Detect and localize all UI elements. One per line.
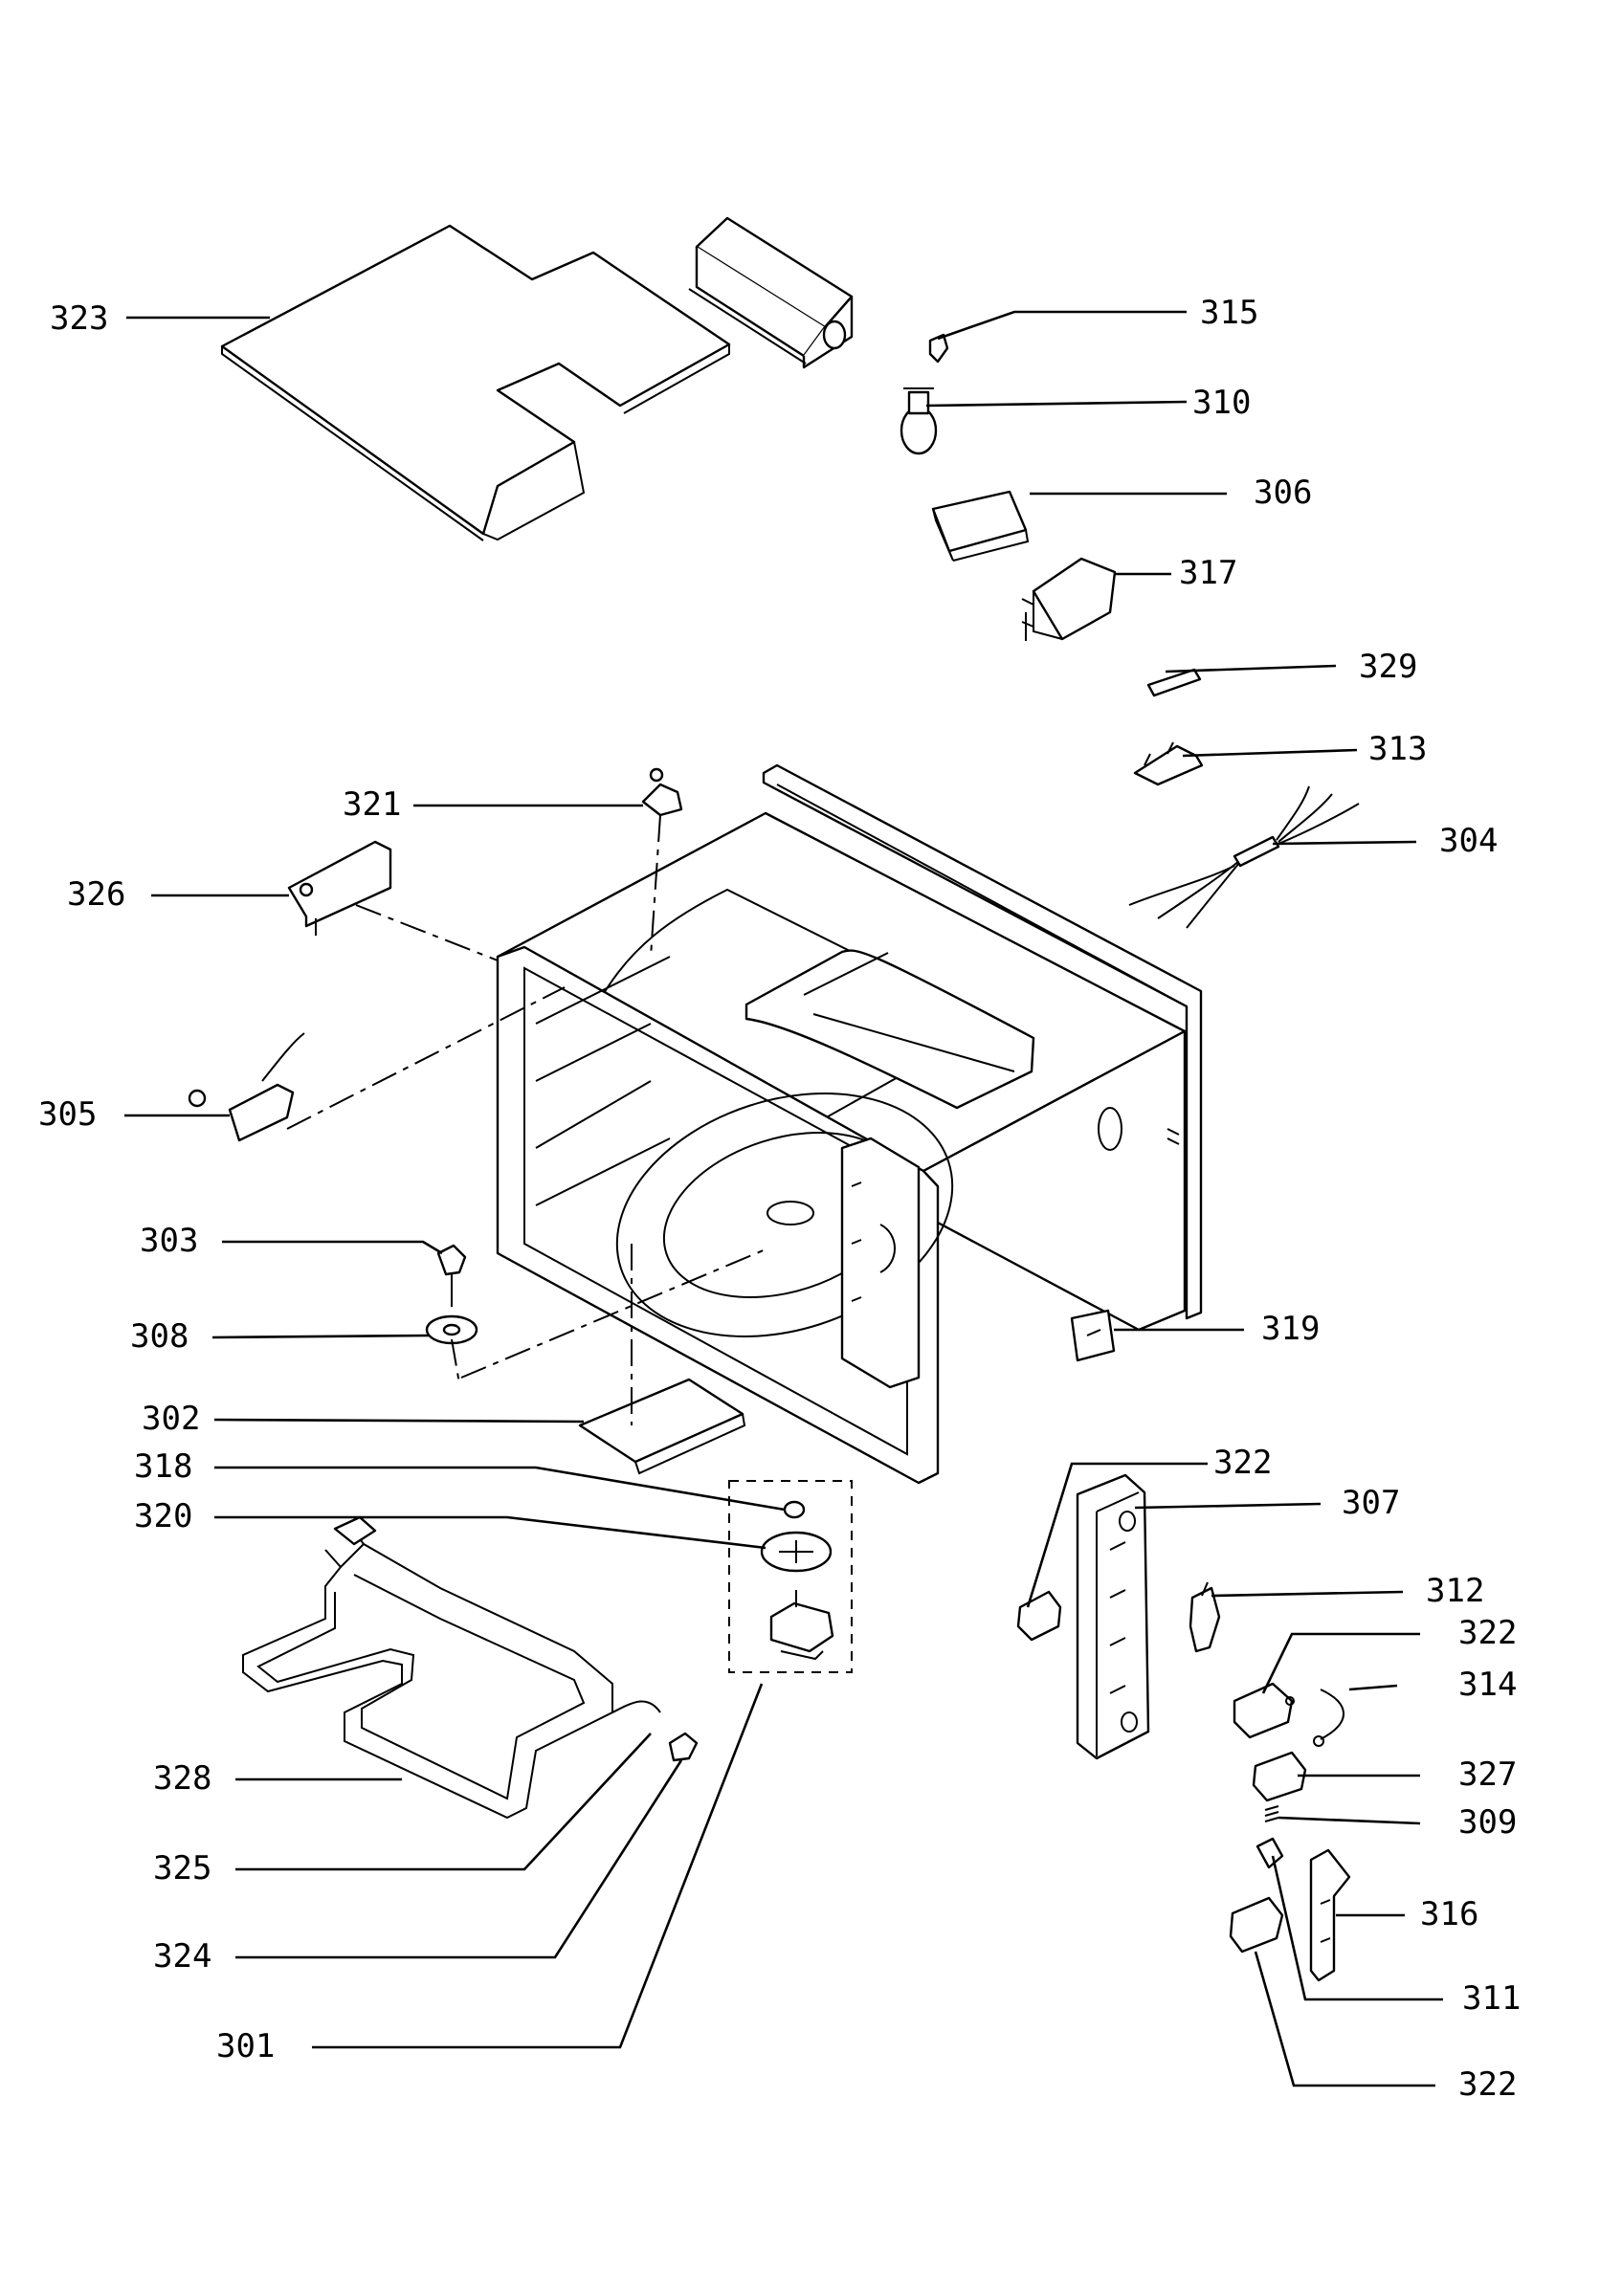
part-326-bracket xyxy=(287,840,392,936)
label-301: 301 xyxy=(216,2027,275,2065)
part-309-spring xyxy=(1264,1805,1279,1822)
label-303: 303 xyxy=(140,1222,198,1260)
label-304: 304 xyxy=(1439,822,1498,860)
label-305: 305 xyxy=(38,1095,97,1134)
part-302-cover xyxy=(578,1378,746,1475)
label-324: 324 xyxy=(153,1937,211,1976)
motor-group-outline xyxy=(728,1480,853,1673)
part-305-switch xyxy=(188,1032,305,1142)
part-322-switch-middle xyxy=(1233,1682,1295,1739)
label-313: 313 xyxy=(1368,730,1427,768)
part-labels: 323 315 310 306 317 329 313 304 321 326 … xyxy=(38,294,1521,2104)
label-321: 321 xyxy=(343,785,401,824)
part-312-actuator xyxy=(1189,1581,1221,1653)
label-315: 315 xyxy=(1200,294,1258,332)
part-321-sensor xyxy=(641,767,683,817)
part-303-knob xyxy=(436,1244,467,1307)
part-324-connector xyxy=(668,1732,699,1762)
part-328-heater xyxy=(242,1515,613,1820)
label-311: 311 xyxy=(1462,1979,1521,2018)
part-306-pad xyxy=(931,490,1030,562)
label-322-b: 322 xyxy=(1458,1614,1517,1652)
part-315-clip xyxy=(928,333,949,364)
label-328: 328 xyxy=(153,1759,211,1798)
label-326: 326 xyxy=(67,875,125,914)
label-307: 307 xyxy=(1342,1484,1400,1522)
part-307-latch-assembly xyxy=(1076,1473,1150,1760)
part-310-lamp xyxy=(900,387,938,455)
part-325-wire xyxy=(611,1700,661,1713)
part-314-spring xyxy=(1313,1689,1344,1747)
label-320: 320 xyxy=(134,1497,192,1535)
part-308-washer xyxy=(425,1314,478,1345)
part-322-switch-lower xyxy=(1229,1896,1284,1954)
leader-lines xyxy=(124,310,1443,2087)
label-329: 329 xyxy=(1359,648,1417,686)
assembly-lines xyxy=(286,814,767,1425)
part-311-lever xyxy=(1255,1837,1284,1869)
label-327: 327 xyxy=(1458,1755,1517,1794)
label-314: 314 xyxy=(1458,1666,1517,1704)
label-302: 302 xyxy=(142,1400,200,1438)
label-309: 309 xyxy=(1458,1803,1517,1842)
part-control-box xyxy=(688,216,854,369)
label-316: 316 xyxy=(1420,1895,1478,1933)
part-319-plate xyxy=(1070,1309,1116,1362)
label-322-c: 322 xyxy=(1458,2065,1517,2104)
part-318-coupler xyxy=(783,1500,806,1519)
part-323-cover-plate xyxy=(220,224,731,541)
part-329-pin xyxy=(1146,668,1202,697)
part-317-component xyxy=(1021,557,1117,641)
part-oven-cavity xyxy=(496,763,1203,1485)
part-322-switch-upper xyxy=(1016,1590,1062,1642)
label-323: 323 xyxy=(50,299,108,338)
part-313-bracket xyxy=(1133,741,1204,786)
label-319: 319 xyxy=(1261,1310,1320,1348)
label-317: 317 xyxy=(1179,554,1237,592)
label-325: 325 xyxy=(153,1849,211,1888)
part-301-motor xyxy=(769,1590,834,1661)
label-306: 306 xyxy=(1254,474,1312,512)
part-327-switch xyxy=(1252,1751,1307,1802)
label-310: 310 xyxy=(1192,384,1251,422)
part-304-wire-harness xyxy=(1128,785,1360,929)
part-320-disc xyxy=(760,1531,833,1573)
label-318: 318 xyxy=(134,1447,192,1486)
part-316-lever xyxy=(1309,1848,1351,1982)
label-322-a: 322 xyxy=(1213,1444,1272,1482)
label-312: 312 xyxy=(1426,1572,1484,1610)
label-308: 308 xyxy=(130,1317,189,1356)
